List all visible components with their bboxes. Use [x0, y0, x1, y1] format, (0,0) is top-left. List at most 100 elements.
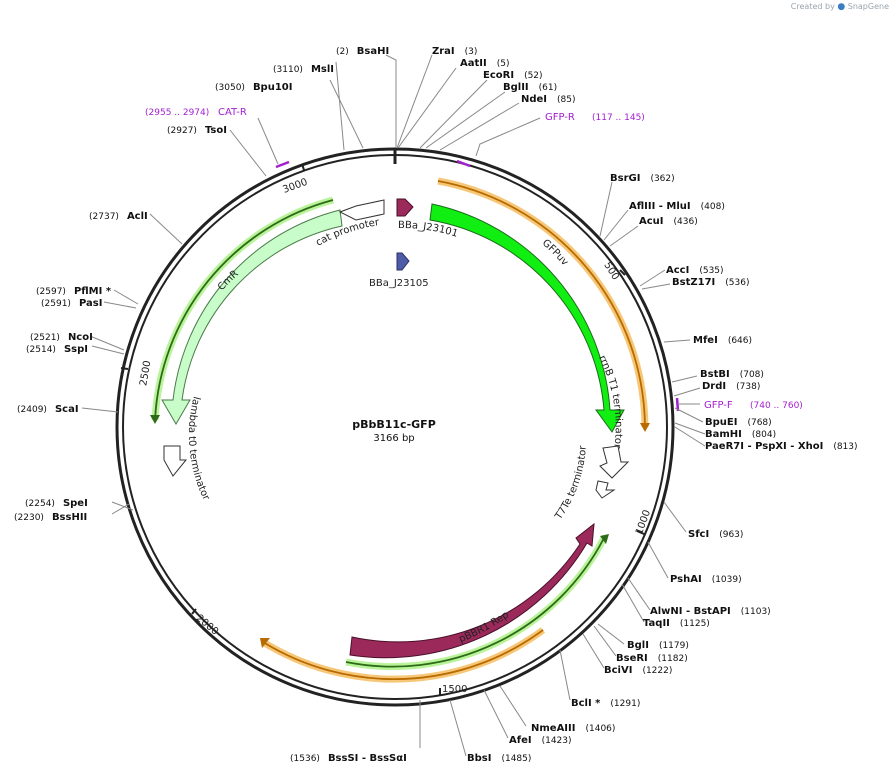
- feature-gfpuv: [429, 203, 625, 433]
- feature-label-lambda-t0: lambda t0 terminator: [186, 395, 212, 503]
- site-afliii: (408)AflIII - MluI: [629, 201, 725, 212]
- site-position: (2927): [167, 126, 197, 136]
- primer-bar-cat-r: [275, 160, 290, 169]
- site-position: (2409): [17, 405, 47, 415]
- site-bstz17i: (536)BstZ17I: [672, 277, 749, 288]
- restriction-site-labels: (2)BsaHI (3) ZraI (5) AatII (52) EcoRI (61) BglI…: [14, 46, 858, 764]
- site-position: (3): [465, 47, 478, 57]
- primer-bar-gfp-r: [456, 159, 471, 168]
- site-position: (1406): [585, 724, 615, 734]
- site-name: BseRI: [616, 653, 648, 664]
- feature-label-t7te: T7Te terminator: [553, 444, 589, 522]
- site-bsahi: (2)BsaHI: [336, 46, 389, 57]
- plasmid-size: 3166 bp: [373, 433, 414, 444]
- site-bpu10i: (3050) Bpu10I: [215, 82, 292, 93]
- site-position: (1039): [712, 575, 742, 585]
- site-position: (52): [524, 71, 542, 81]
- credit-text: Created by: [790, 2, 835, 11]
- site-name: AflIII - MluI: [629, 201, 691, 212]
- primer-gfp-r-range: (117 .. 145): [592, 113, 645, 123]
- feature-cmr: [161, 209, 343, 425]
- site-ecori: (52) EcoRI: [483, 70, 543, 81]
- site-position: (804): [752, 430, 776, 440]
- site-position: (1125): [680, 619, 710, 629]
- tick-label-2000: 2000: [194, 613, 221, 638]
- site-name: DrdI: [702, 381, 726, 392]
- orange-arrow-bottom: [262, 629, 544, 681]
- site-name: PasI: [79, 298, 102, 309]
- feature-bba-j23101: [396, 198, 414, 217]
- site-name: AfeI: [509, 735, 532, 746]
- site-position: (2): [336, 47, 349, 57]
- orange-arrow-bottom-head: [260, 638, 270, 648]
- backbone-outer-ring: [115, 147, 675, 707]
- site-position: (1222): [642, 666, 672, 676]
- site-sspi: (2514) SspI: [26, 344, 88, 355]
- site-name: BciVI: [604, 665, 632, 676]
- site-position: (738): [736, 382, 760, 392]
- primer-gfp-f-range: (740 .. 760): [750, 401, 803, 411]
- site-acli: (2737)AclI: [89, 211, 148, 222]
- green-arrow-bottom: [345, 537, 605, 668]
- site-position: (1103): [741, 607, 771, 617]
- green-arrow-left: [154, 199, 334, 421]
- site-name: ZraI: [432, 46, 455, 57]
- site-ncoi: (2521)NcoI: [30, 332, 93, 343]
- site-position: (646): [728, 336, 752, 346]
- site-name: BbsI: [467, 753, 491, 764]
- site-acui: (436) AcuI: [639, 216, 698, 227]
- site-bgli: (1179) BglI: [627, 640, 689, 651]
- site-position: (436): [674, 217, 698, 227]
- site-position: (3050): [215, 83, 245, 93]
- site-position: (61): [539, 83, 557, 93]
- snapgene-credit: Created by ● SnapGene: [791, 2, 889, 12]
- site-name: EcoRI: [483, 70, 514, 81]
- site-name: SpeI: [63, 498, 88, 509]
- tick-1000: [636, 530, 645, 535]
- site-spei: (2254)SpeI: [25, 498, 88, 509]
- site-name: BsrGI: [610, 173, 640, 184]
- tick-2000: [191, 608, 197, 615]
- site-name: NdeI: [521, 94, 547, 105]
- site-drdi: (738) DrdI: [702, 381, 760, 392]
- site-name: BpuEI: [705, 417, 737, 428]
- site-bamhi: (804)BamHI: [705, 429, 776, 440]
- site-name: AatII: [460, 58, 487, 69]
- site-bcivi: (1222) BciVI: [604, 665, 672, 676]
- site-name: BglI: [627, 640, 649, 651]
- feature-t7te-terminator: [595, 480, 616, 499]
- site-position: (1291): [610, 699, 640, 709]
- site-name: TaqII: [643, 618, 670, 629]
- tick-label-1500: 1500: [442, 684, 467, 695]
- site-bcli: (1291)BclI *: [571, 698, 640, 709]
- site-position: (535): [699, 266, 723, 276]
- site-position: (1182): [658, 654, 688, 664]
- feature-rrnb-t1-terminator: [599, 445, 630, 479]
- feature-lambda-t0-terminator: [163, 445, 188, 477]
- site-position: (2591): [41, 299, 71, 309]
- primer-labels: GFP-R (117 .. 145) GFP-F (740 .. 760) (2…: [145, 107, 803, 411]
- tick-500: [619, 269, 626, 276]
- site-mfei: (646)MfeI: [693, 335, 752, 346]
- site-position: (1423): [542, 736, 572, 746]
- primer-gfp-r-name: GFP-R: [545, 112, 575, 123]
- site-position: (1179): [659, 641, 689, 651]
- site-name: BglII: [503, 82, 529, 93]
- feature-bba-j23105: [396, 252, 410, 271]
- site-bbsi: (1485)BbsI: [467, 753, 531, 764]
- site-msli: (3110)MslI: [273, 64, 334, 75]
- site-position: (5): [497, 59, 510, 69]
- site-pflmi: (2597)PflMI *: [36, 286, 112, 297]
- site-name: AlwNI - BstAPI: [650, 606, 731, 617]
- site-pasi: (2591) PasI: [41, 298, 102, 309]
- site-name: SspI: [64, 344, 88, 355]
- site-bstbi: (708)BstBI: [700, 369, 764, 380]
- site-position: (2514): [26, 345, 56, 355]
- site-name: Bpu10I: [253, 82, 293, 93]
- site-name: AcuI: [639, 216, 664, 227]
- primer-cat-r-range: (2955 .. 2974): [145, 108, 209, 118]
- site-leader-lines: [81, 54, 706, 757]
- site-paer7i: (813)PaeR7I - PspXI - XhoI: [705, 441, 858, 452]
- green-arrow-left-head: [150, 415, 160, 424]
